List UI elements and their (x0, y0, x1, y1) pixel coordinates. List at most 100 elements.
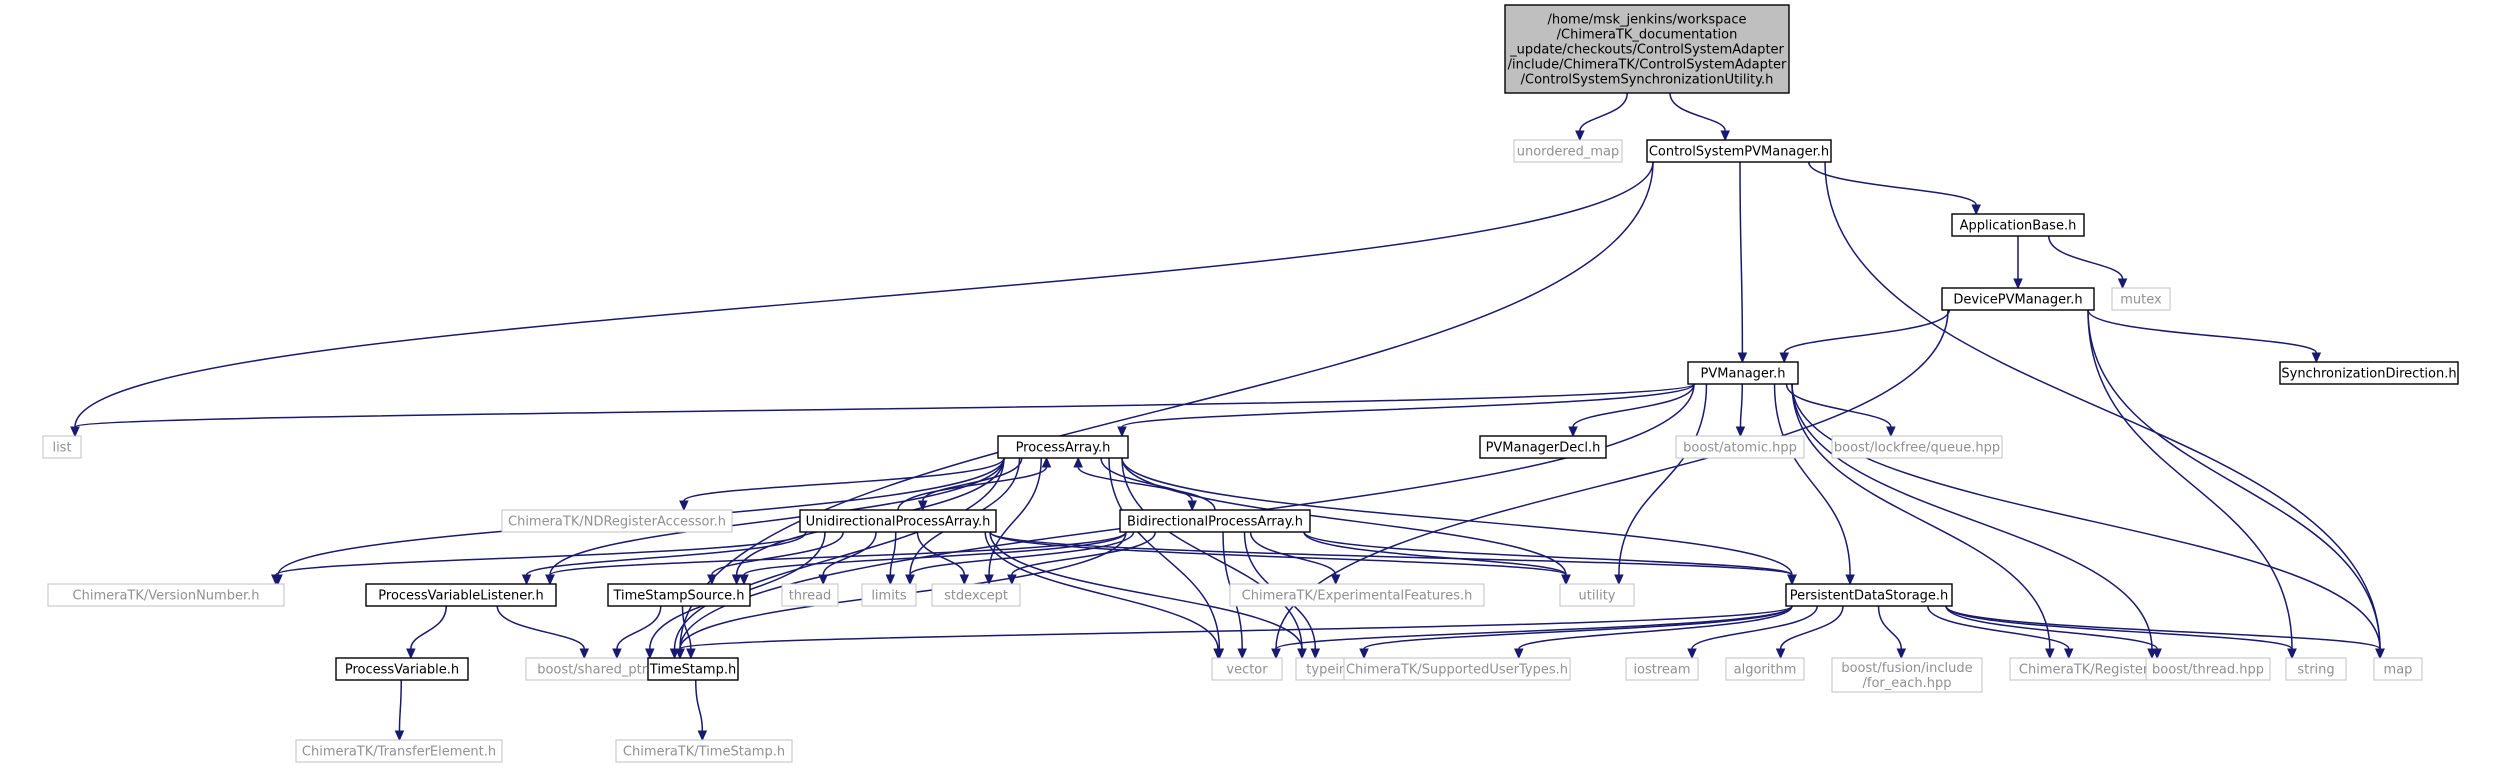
arrowhead (1237, 648, 1247, 660)
edge-uniarr-to-tss (707, 531, 844, 586)
edge-pvlist-to-bshared (496, 605, 590, 660)
edge-line (1011, 531, 1156, 576)
arrowhead (521, 574, 532, 586)
node-label: boost/atomic.hpp (1683, 441, 1797, 456)
arrowhead (675, 648, 685, 660)
arrowhead (1359, 648, 1369, 660)
edge-pvm-to-list (70, 383, 1695, 438)
edge-line (711, 531, 844, 576)
node-label: /for_each.hpp (1863, 676, 1952, 691)
edge-tss-to-tstamp (681, 605, 696, 660)
arrowhead (545, 574, 555, 586)
node-box (997, 435, 1129, 459)
node-tss[interactable]: TimeStampSource.h (607, 583, 751, 607)
edge-line (681, 605, 692, 650)
node-cspvm[interactable]: ControlSystemPVManager.h (1646, 139, 1832, 163)
node-pvlist[interactable]: ProcessVariableListener.h (365, 583, 557, 607)
edge-line (897, 466, 1048, 511)
node-ndreg: ChimeraTK/NDRegisterAccessor.h (501, 509, 733, 533)
edge-line (988, 457, 1042, 576)
arrowhead (2013, 278, 2023, 290)
node-box (1675, 435, 1805, 459)
node-biarr[interactable]: BidirectionalProcessArray.h (1119, 509, 1311, 533)
node-box (365, 583, 557, 607)
edge-line (1945, 605, 2293, 650)
arrowhead (731, 574, 742, 586)
node-box (501, 509, 733, 533)
node-box (295, 739, 503, 763)
node-box (799, 509, 997, 533)
node-box (1119, 509, 1311, 533)
edge-biarr-to-pvlist (545, 531, 1127, 586)
node-pds[interactable]: PersistentDataStorage.h (1785, 583, 1953, 607)
node-ctkts: ChimeraTK/TimeStamp.h (615, 739, 793, 763)
node-box (1343, 657, 1571, 681)
arrowhead (70, 426, 80, 438)
arrowhead (1614, 574, 1624, 586)
edge-line (1121, 383, 1695, 428)
node-label: algorithm (1734, 663, 1797, 678)
node-label: ControlSystemPVManager.h (1649, 145, 1829, 160)
arrowhead (1568, 426, 1578, 438)
edge-devpvm-to-string (2087, 309, 2297, 660)
edge-uniarr-to-vernum (271, 531, 807, 586)
edge-line (1572, 383, 1695, 428)
node-label: BidirectionalProcessArray.h (1127, 515, 1303, 530)
node-parray[interactable]: ProcessArray.h (997, 435, 1129, 459)
node-suptypes: ChimeraTK/SupportedUserTypes.h (1343, 657, 1571, 681)
node-label: boost/fusion/include (1841, 661, 1972, 676)
node-root[interactable]: /home/msk_jenkins/workspace/ChimeraTK_do… (1504, 4, 1790, 94)
edge-line (1121, 457, 1303, 650)
node-vernum: ChimeraTK/VersionNumber.h (47, 583, 285, 607)
node-uniarr[interactable]: UnidirectionalProcessArray.h (799, 509, 997, 533)
node-appbase[interactable]: ApplicationBase.h (1951, 213, 2085, 237)
node-tstamp[interactable]: TimeStamp.h (647, 657, 739, 681)
node-box (335, 657, 469, 681)
edge-line (2087, 309, 2318, 354)
edge-biarr-to-pds (1303, 531, 1797, 586)
node-label: SynchronizationDirection.h (2281, 367, 2456, 382)
node-label: ProcessArray.h (1016, 441, 1111, 456)
edge-line (496, 605, 585, 650)
node-unordered-map: unordered_map (1513, 139, 1623, 163)
arrowhead (1073, 456, 1083, 468)
edge-line (889, 531, 897, 576)
edge-cspvm-to-appbase (1808, 161, 1981, 216)
edge-line (74, 383, 1695, 428)
node-box (931, 583, 1021, 607)
edge-pds-to-algorithm (1775, 605, 1844, 660)
node-pvmdecl[interactable]: PVManagerDecl.h (1479, 435, 1607, 459)
node-label: iostream (1633, 663, 1690, 678)
node-vector: vector (1211, 657, 1283, 681)
node-syncdir[interactable]: SynchronizationDirection.h (2279, 361, 2459, 385)
node-pvar[interactable]: ProcessVariable.h (335, 657, 469, 681)
edge-line (1303, 531, 1793, 576)
edge-pds-to-vector (1271, 605, 1793, 660)
node-box (1559, 583, 1635, 607)
arrowhead (1561, 574, 1571, 586)
node-devpvm[interactable]: DevicePVManager.h (1941, 287, 2095, 311)
arrowhead (1971, 204, 1981, 216)
edge-line (1249, 531, 1337, 576)
edge-pvm-to-utility (1614, 383, 1708, 586)
edge-pvm-to-batomic (1735, 383, 1746, 438)
node-blfqueue: boost/lockfree/queue.hpp (1831, 435, 2003, 459)
node-pvm[interactable]: PVManager.h (1687, 361, 1799, 385)
node-label: boost/thread.hpp (2152, 663, 2264, 678)
arrowhead (1886, 426, 1896, 438)
arrowhead (612, 648, 622, 660)
node-box (1504, 4, 1790, 94)
edge-line (679, 161, 1654, 650)
node-label: ChimeraTK/NDRegisterAccessor.h (508, 515, 726, 530)
edge-line (74, 161, 1654, 428)
node-fusion: boost/fusion/include/for_each.hpp (1831, 657, 1983, 693)
arrowhead (1187, 500, 1197, 512)
edge-line (695, 679, 704, 732)
node-box (1479, 435, 1607, 459)
edge-line (549, 531, 1127, 576)
edge-root-to-unordered_map (1575, 92, 1628, 142)
edge-line (2087, 309, 2381, 650)
edge-line (1579, 92, 1628, 132)
node-label: vector (1226, 663, 1268, 678)
arrowhead (686, 648, 696, 660)
